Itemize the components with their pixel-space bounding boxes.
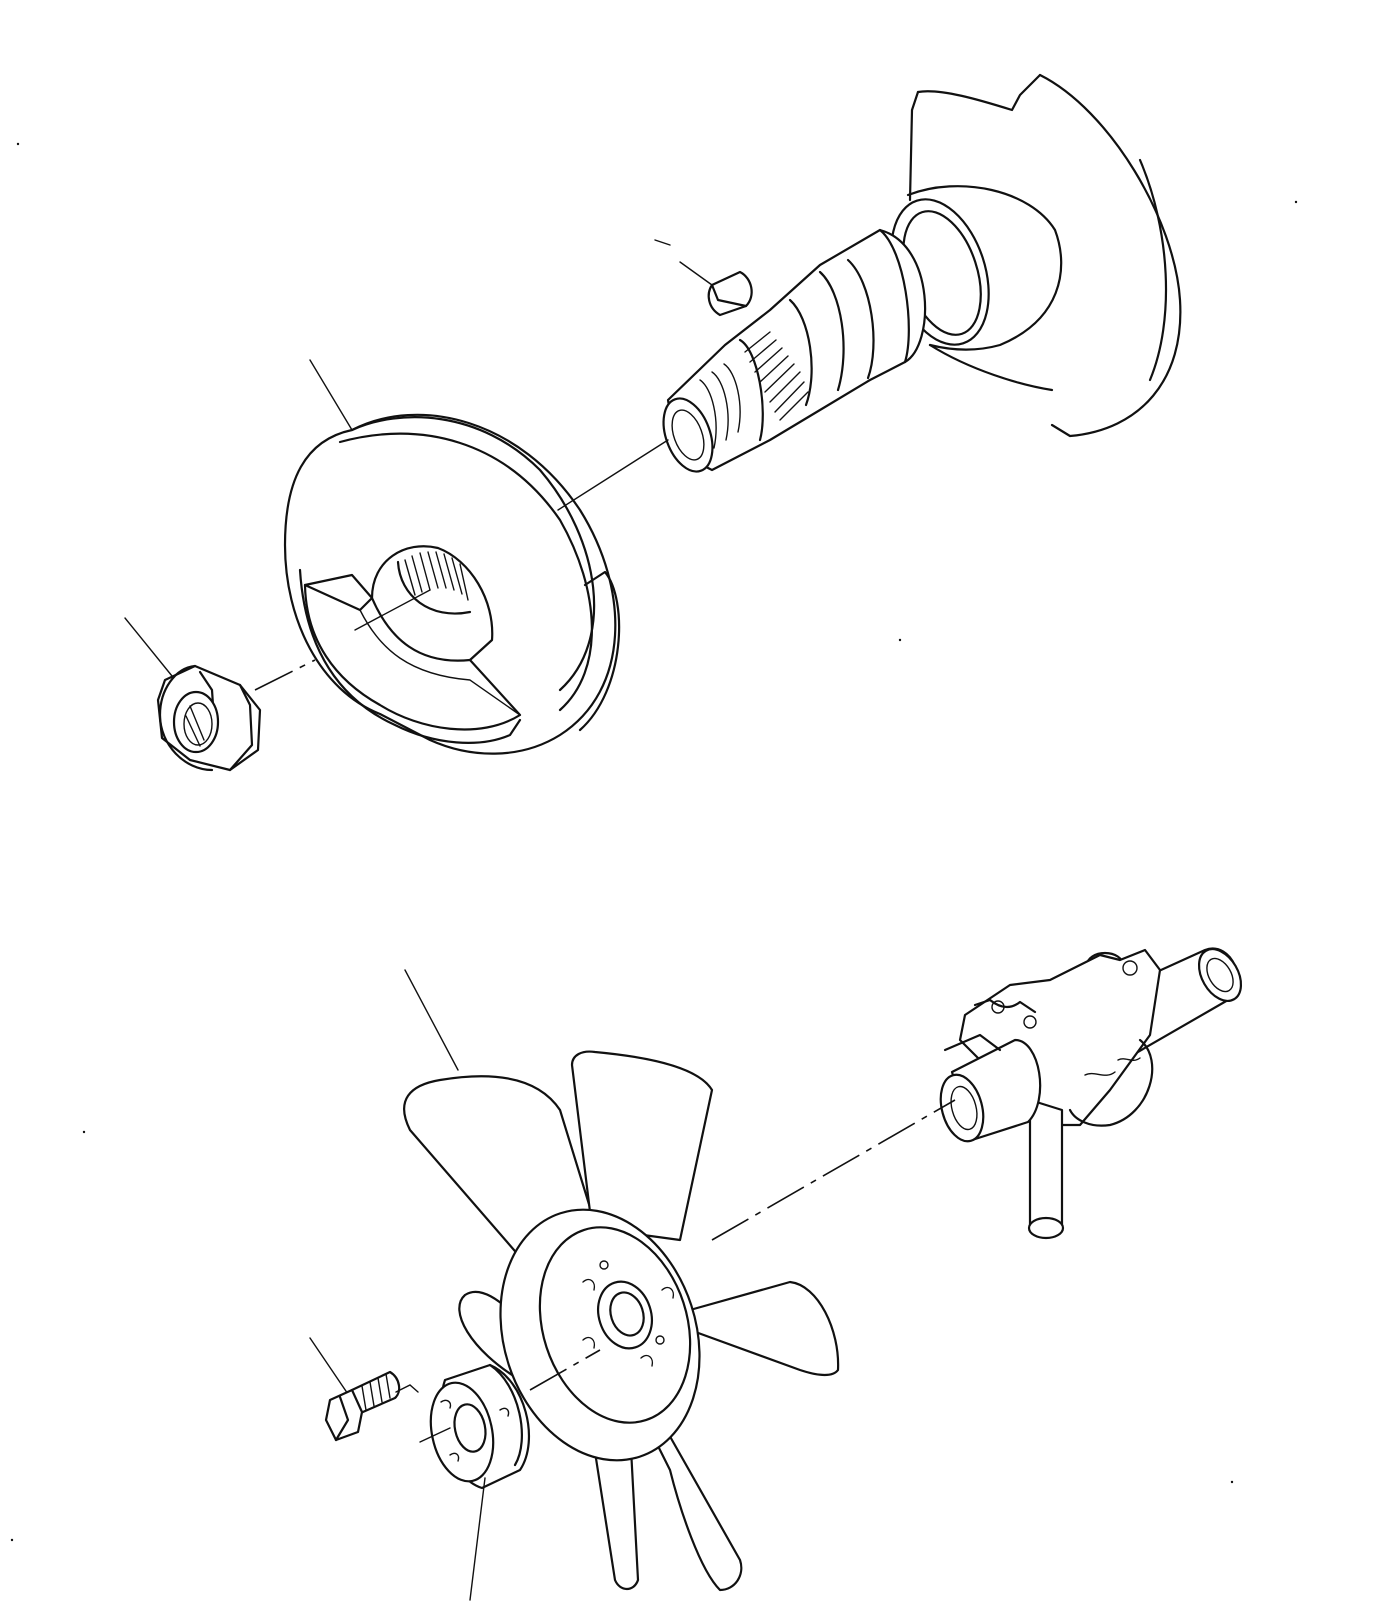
woodruff-key bbox=[654, 239, 753, 317]
upper-assembly bbox=[124, 73, 1182, 772]
scan-specks bbox=[10, 142, 1298, 1542]
hex-bolt bbox=[309, 1337, 419, 1442]
water-pump-body bbox=[939, 947, 1243, 1240]
splined-shaft bbox=[662, 228, 927, 473]
crank-pulley bbox=[283, 359, 621, 755]
shaft-housing bbox=[890, 73, 1182, 438]
shaft-splines bbox=[738, 331, 809, 442]
upper-centerline bbox=[254, 439, 669, 691]
fan-spacer bbox=[419, 1363, 530, 1601]
hex-nut bbox=[124, 617, 262, 772]
lower-assembly bbox=[309, 947, 1243, 1601]
fan bbox=[403, 969, 840, 1592]
lower-centerline bbox=[529, 1099, 956, 1391]
